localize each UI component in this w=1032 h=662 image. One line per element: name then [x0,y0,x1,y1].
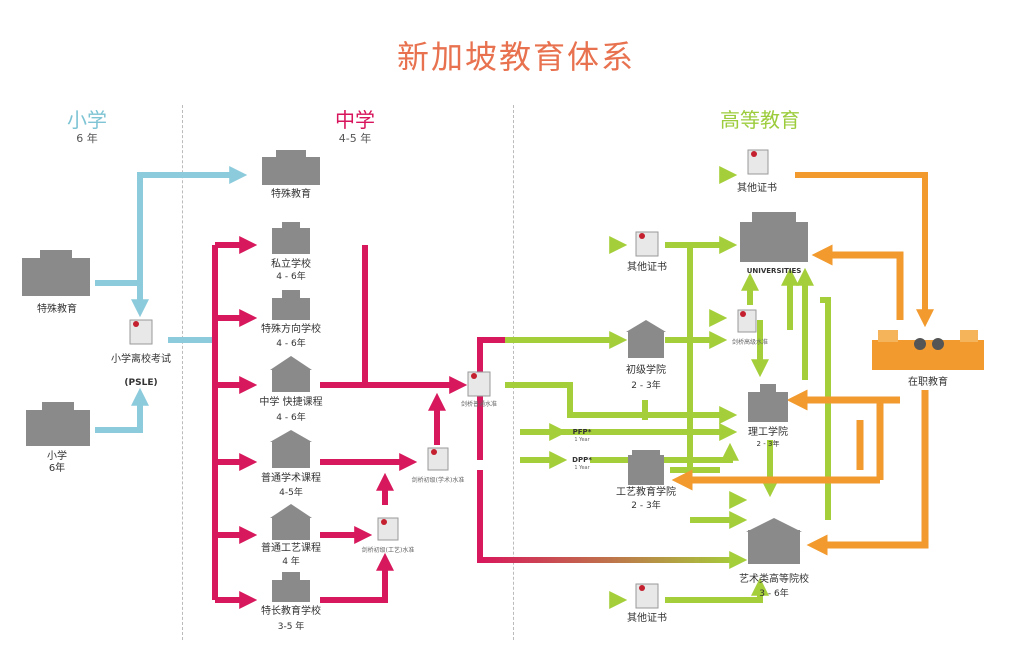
cert-n-acad-label: 剑桥初级(学术)水准 [411,477,465,484]
certificate-seals [133,151,757,591]
workforce-icon [872,330,984,370]
cert-n-tech-label: 剑桥初级(工艺)水准 [361,547,415,554]
arts-icon [746,518,802,564]
arts-years: 3 - 6年 [759,589,789,599]
workforce-flows [671,244,929,556]
primary-flows [95,166,248,433]
private-label: 私立学校 [271,259,311,270]
ite-label: 工艺教育学院 [616,487,676,498]
express-icon [270,356,312,392]
junior-college-icon [626,320,666,358]
sec-special-label: 特殊教育 [271,189,311,200]
specialised-independent-icon [272,572,310,602]
normal-academic-label: 普通学术课程 [261,473,321,484]
primary-special-label: 特殊教育 [37,304,77,315]
ite-icon [628,450,664,485]
cross-flows [320,166,748,569]
pfp-sub: 1 Year [574,437,590,443]
normal-technical-icon [270,504,312,540]
secondary-column-heading: 中学 [335,108,375,132]
normal-technical-years: 4 年 [282,557,300,567]
polytechnic-label: 理工学院 [748,427,788,438]
universities-icon [740,212,808,262]
other-cert-top-label: 其他证书 [737,183,777,194]
psle-label: 小学离校考试 [111,354,171,365]
ite-years: 2 - 3年 [631,501,661,511]
normal-academic-years: 4-5年 [279,488,303,498]
arts-label: 艺术类高等院校 [739,574,809,585]
primary-column-heading: 小学 [67,108,107,132]
specialized-icon [272,290,310,320]
page-title: 新加坡教育体系 [396,38,635,76]
primary-column-years: 6 年 [76,132,98,145]
sec-special-icon [262,150,320,185]
normal-academic-icon [270,430,312,468]
specialised-independent-label: 特长教育学校 [261,606,321,617]
primary-special-icon [22,250,90,296]
private-icon [272,222,310,254]
junior-college-label: 初级学院 [626,365,666,376]
other-cert-mid-label: 其他证书 [627,262,667,273]
cert-o-label: 剑桥普通水准 [460,401,498,408]
column-divider [182,105,183,640]
normal-technical-label: 普通工艺课程 [261,543,321,554]
private-years: 4 - 6年 [276,272,306,282]
certificate-icons [129,149,769,609]
universities-label: UNIVERSITIES [746,267,802,275]
pfp-label: PFP* [572,428,592,436]
specialised-independent-years: 3-5 年 [277,622,305,632]
polytechnic-years: 2 - 3年 [756,440,780,448]
column-divider [513,105,514,640]
higher-column-heading: 高等教育 [720,108,800,132]
primary-school-icon [26,402,90,446]
building-icons [22,150,808,602]
specialized-years: 4 - 6年 [276,339,306,349]
other-cert-bottom-label: 其他证书 [627,613,667,624]
specialized-label: 特殊方向学校 [261,324,321,335]
secondary-column-years: 4-5 年 [338,132,372,145]
primary-school-years: 6年 [48,463,66,474]
primary-school-label: 小学 [47,451,67,462]
cert-a-label: 剑桥高级水准 [731,339,769,346]
dpp-sub: 1 Year [574,465,590,471]
express-years: 4 - 6年 [276,413,306,423]
junior-college-years: 2 - 3年 [631,381,661,391]
express-label: 中学 快捷课程 [259,397,323,408]
dpp-label: DPP* [572,456,592,464]
polytechnic-icon [748,384,788,422]
psle-sub: (PSLE) [124,378,158,388]
workforce-label: 在职教育 [908,377,948,388]
